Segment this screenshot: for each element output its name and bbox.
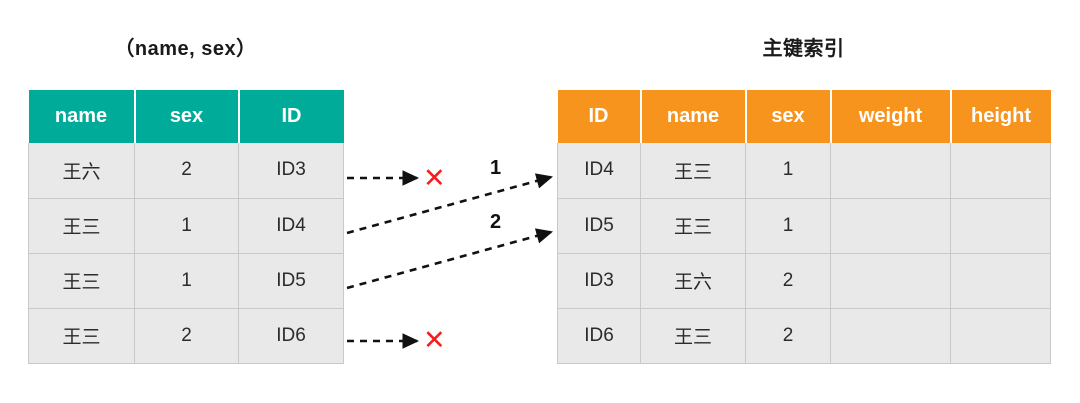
cell-sex: 1 bbox=[745, 143, 831, 199]
secondary-index-table: name sex ID 王六 2 ID3 王三 1 ID4 王三 1 ID5 bbox=[28, 90, 344, 364]
column-header-id: ID bbox=[557, 90, 642, 143]
column-header-id: ID bbox=[238, 90, 344, 143]
cell-sex: 2 bbox=[745, 253, 831, 309]
cell-weight bbox=[830, 253, 951, 309]
table-row: 王六 2 ID3 bbox=[28, 143, 344, 199]
arrow-id5-to-primary bbox=[346, 228, 554, 290]
cell-id: ID3 bbox=[557, 253, 641, 309]
cell-name: 王三 bbox=[28, 253, 135, 309]
rejection-x-icon: ✕ bbox=[423, 163, 446, 194]
cell-id: ID6 bbox=[238, 308, 344, 364]
cell-weight bbox=[830, 143, 951, 199]
arrow-id4-to-primary bbox=[346, 173, 554, 235]
cell-name: 王三 bbox=[28, 308, 135, 364]
table-row: ID3 王六 2 bbox=[557, 253, 1051, 309]
cell-weight bbox=[830, 198, 951, 254]
cell-id: ID5 bbox=[238, 253, 344, 309]
column-header-name: name bbox=[28, 90, 136, 143]
column-header-height: height bbox=[950, 90, 1051, 143]
cell-name: 王三 bbox=[640, 143, 746, 199]
cell-sex: 2 bbox=[745, 308, 831, 364]
cell-height bbox=[950, 198, 1051, 254]
cell-height bbox=[950, 308, 1051, 364]
cell-name: 王六 bbox=[28, 143, 135, 199]
column-header-weight: weight bbox=[830, 90, 952, 143]
cell-name: 王三 bbox=[28, 198, 135, 254]
table-row: 王三 1 ID5 bbox=[28, 253, 344, 309]
cell-height bbox=[950, 253, 1051, 309]
cell-sex: 2 bbox=[134, 308, 239, 364]
cell-height bbox=[950, 143, 1051, 199]
secondary-index-title: （name, sex） bbox=[114, 38, 257, 60]
cell-name: 王六 bbox=[640, 253, 746, 309]
cell-id: ID5 bbox=[557, 198, 641, 254]
column-header-name: name bbox=[640, 90, 747, 143]
cell-id: ID3 bbox=[238, 143, 344, 199]
table-row: 王三 2 ID6 bbox=[28, 308, 344, 364]
table-header-row: ID name sex weight height bbox=[557, 90, 1051, 143]
table-row: ID6 王三 2 bbox=[557, 308, 1051, 364]
cell-sex: 2 bbox=[134, 143, 239, 199]
table-row: ID4 王三 1 bbox=[557, 143, 1051, 199]
step-label-1: 1 bbox=[490, 157, 502, 179]
cell-id: ID4 bbox=[238, 198, 344, 254]
column-header-sex: sex bbox=[745, 90, 832, 143]
cell-sex: 1 bbox=[745, 198, 831, 254]
cell-name: 王三 bbox=[640, 198, 746, 254]
column-header-sex: sex bbox=[134, 90, 240, 143]
cell-name: 王三 bbox=[640, 308, 746, 364]
cell-sex: 1 bbox=[134, 253, 239, 309]
primary-index-title: 主键索引 bbox=[762, 38, 845, 60]
table-header-row: name sex ID bbox=[28, 90, 344, 143]
cell-id: ID6 bbox=[557, 308, 641, 364]
primary-key-index-table: ID name sex weight height ID4 王三 1 ID5 王… bbox=[557, 90, 1051, 364]
step-label-2: 2 bbox=[490, 211, 502, 233]
cell-weight bbox=[830, 308, 951, 364]
cell-id: ID4 bbox=[557, 143, 641, 199]
table-row: ID5 王三 1 bbox=[557, 198, 1051, 254]
rejection-x-icon: ✕ bbox=[423, 325, 446, 356]
table-row: 王三 1 ID4 bbox=[28, 198, 344, 254]
cell-sex: 1 bbox=[134, 198, 239, 254]
